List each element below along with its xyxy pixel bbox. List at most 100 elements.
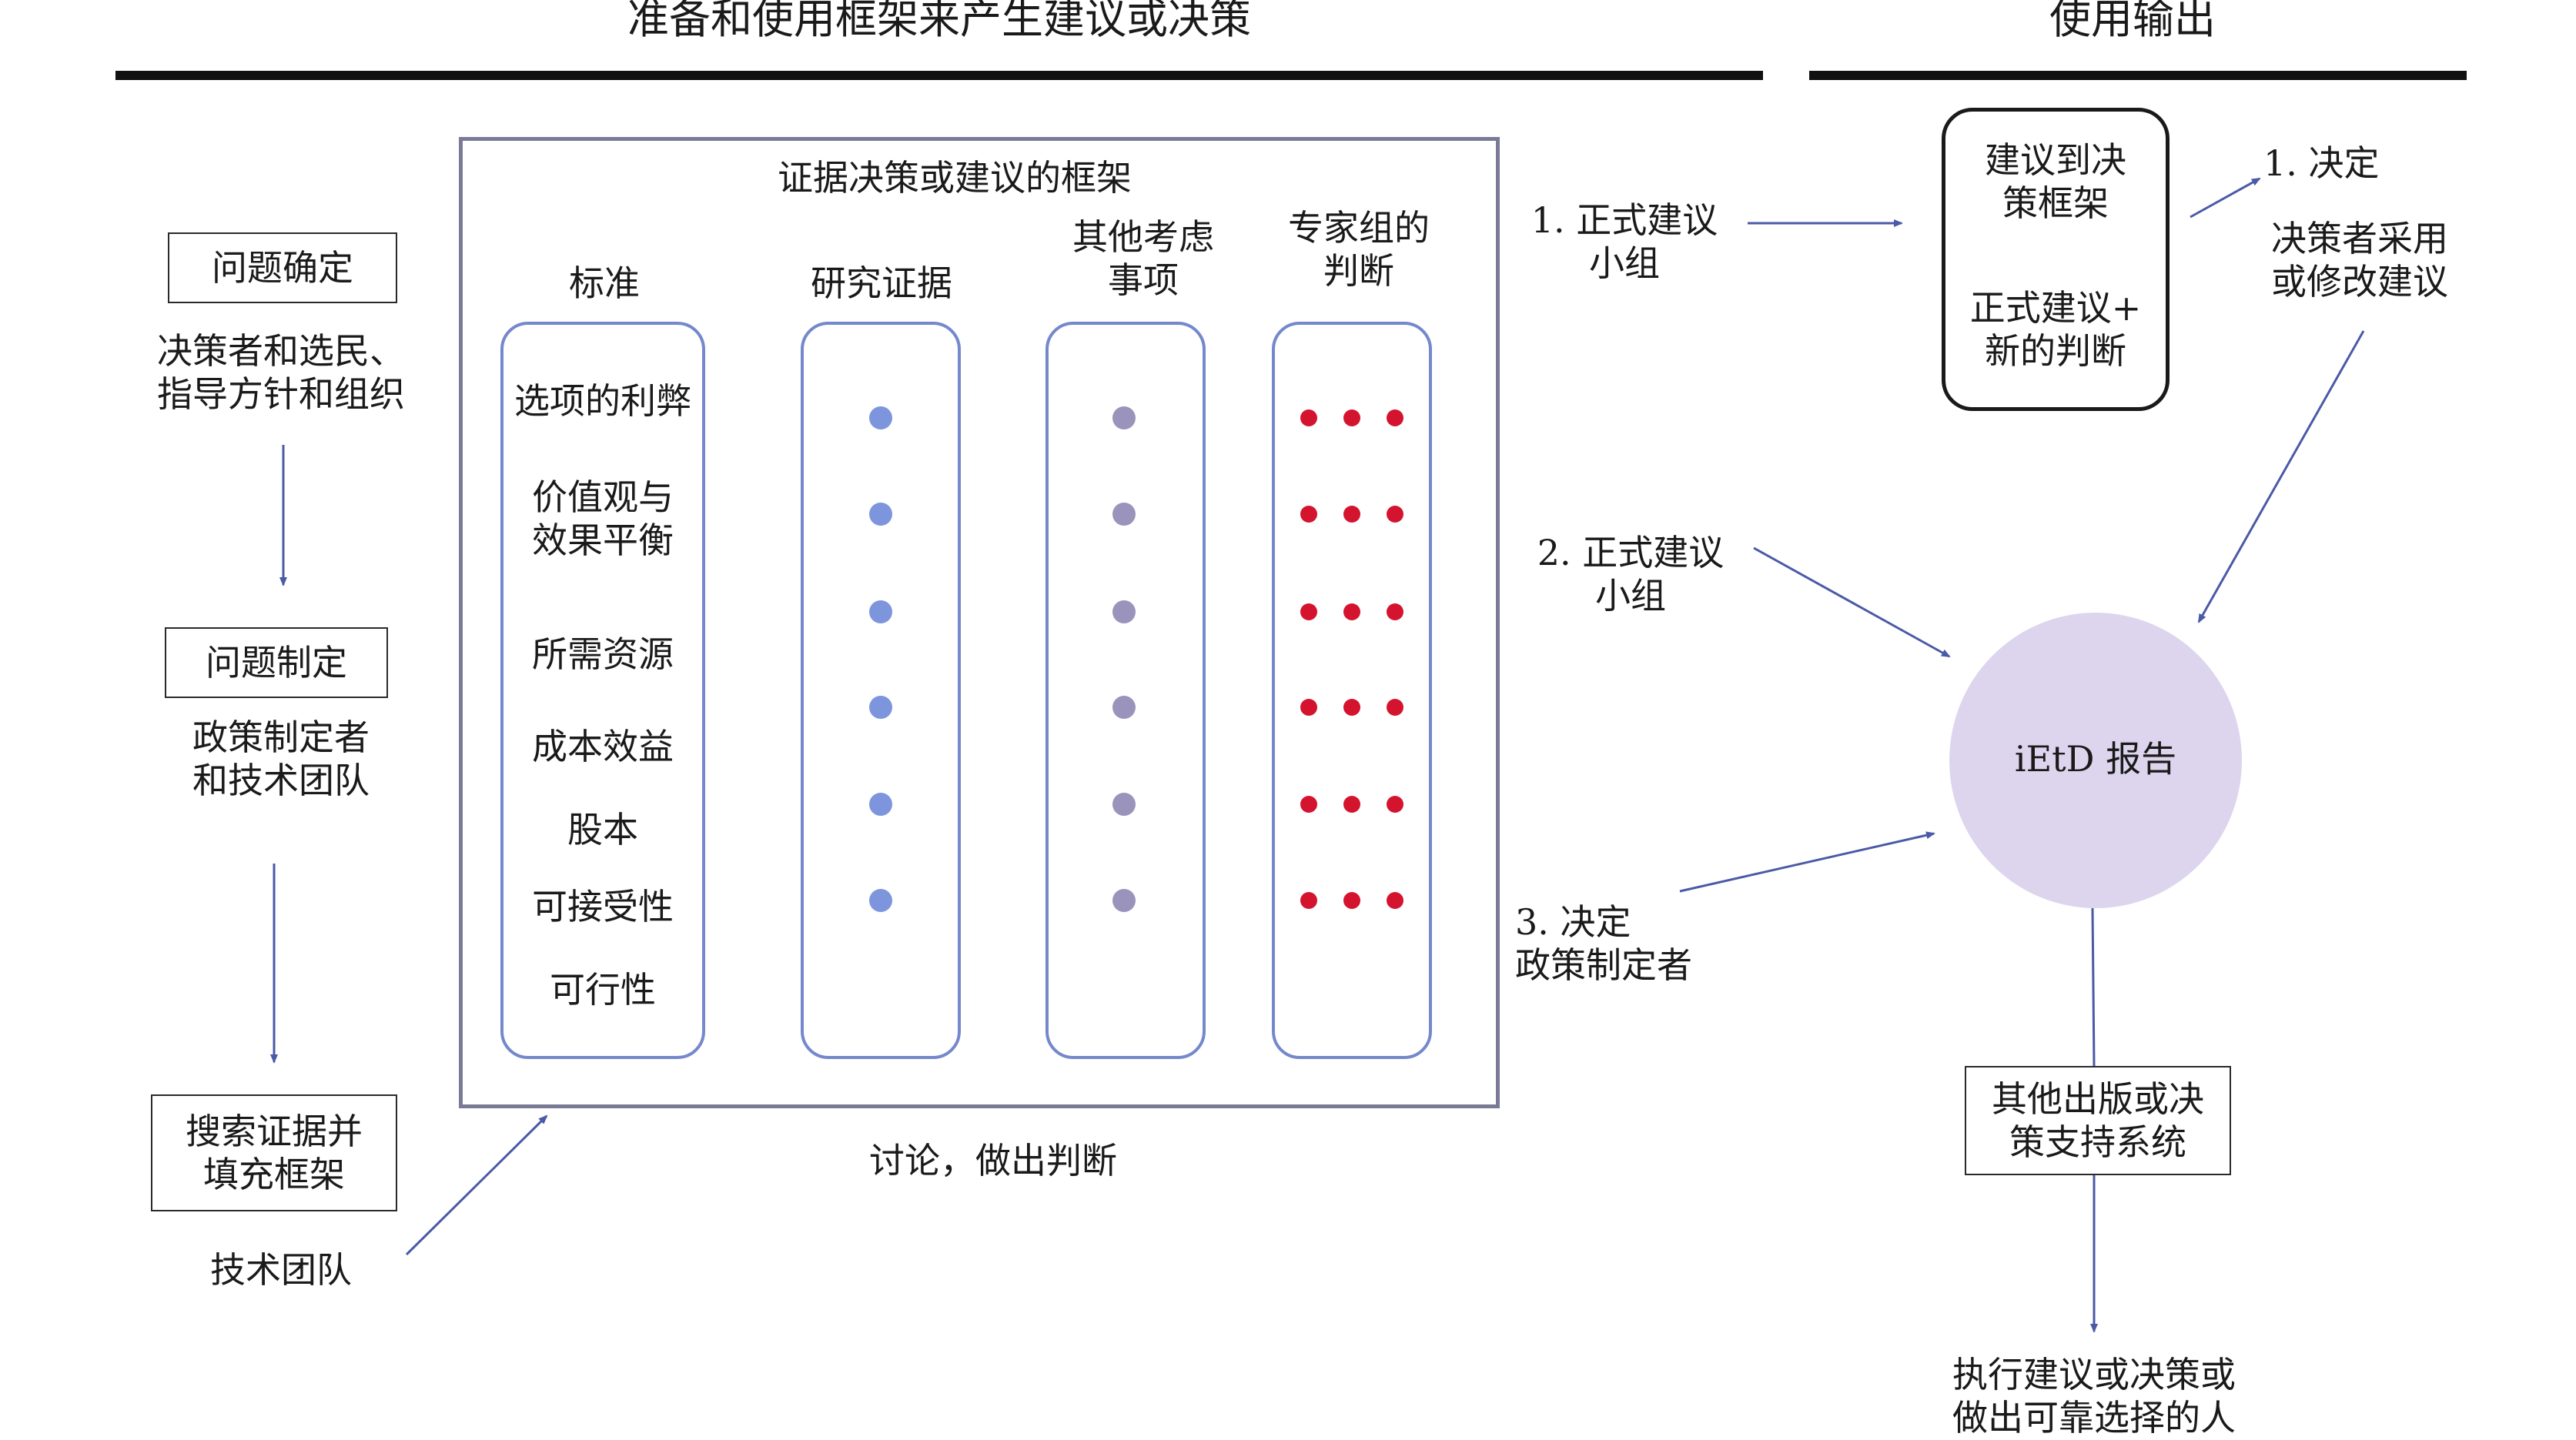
- problem-identification-box: 问题确定: [168, 232, 397, 303]
- arrow-decide-to-report: [2197, 330, 2365, 623]
- panel-judgement-dot: [1300, 506, 1317, 523]
- path-line: 小组: [1595, 575, 1666, 617]
- decide-line: 决策者采用: [2271, 218, 2448, 259]
- arrow-decision-to-decide: [2190, 177, 2261, 219]
- criterion-equity: 股本: [503, 808, 702, 851]
- header-line: 专家组的: [1288, 207, 1430, 249]
- criterion-line: 价值观与: [532, 476, 674, 518]
- criterion-line: 可行性: [550, 969, 656, 1011]
- final-line: 做出可靠选择的人: [1952, 1397, 2236, 1439]
- path-line: 小组: [1589, 242, 1660, 285]
- panel-judgement-dot: [1387, 796, 1403, 813]
- path-line: 3. 决定: [1515, 901, 1631, 943]
- path-2-label: 2. 正式建议 小组: [1515, 531, 1746, 617]
- problem-formulation-label: 问题制定: [206, 641, 347, 683]
- arrow-path3-to-report: [1679, 831, 1935, 893]
- panel-judgement-dot: [1300, 603, 1317, 620]
- header-line: 研究证据: [811, 262, 952, 304]
- path-line: 2. 正式建议: [1537, 532, 1725, 573]
- framework-title: 证据决策或建议的框架: [778, 157, 1132, 199]
- decision-framework-box: [1942, 108, 2170, 411]
- panel-judgement-dot: [1343, 796, 1360, 813]
- panel-judgement-dot: [1300, 796, 1317, 813]
- header-line: 其他考虑: [1072, 216, 1214, 258]
- decision-line: 建议到决: [1985, 139, 2126, 181]
- problem-identification-caption: 决策者和选民、 指导方针和组织: [115, 329, 447, 416]
- column-header-other-considerations: 其他考虑 事项: [1032, 215, 1255, 302]
- panel-judgement-dot: [1300, 409, 1317, 426]
- arrow-team-to-framework: [405, 1114, 548, 1256]
- panel-judgement-dot: [1387, 892, 1403, 909]
- final-users-caption: 执行建议或决策或 做出可靠选择的人: [1925, 1353, 2263, 1439]
- box-line: 填充框架: [203, 1154, 345, 1195]
- decide-label: 1. 决定: [2263, 142, 2380, 184]
- search-evidence-box: 搜索证据并 填充框架: [151, 1094, 397, 1211]
- research-evidence-dot: [869, 793, 892, 816]
- criterion-line: 选项的利弊: [514, 380, 691, 422]
- header-line: 事项: [1108, 259, 1179, 302]
- problem-formulation-box: 问题制定: [165, 627, 388, 698]
- path-line: 政策制定者: [1515, 944, 1692, 987]
- panel-judgement-dot: [1387, 409, 1403, 426]
- other-line: 其他出版或决: [1992, 1077, 2204, 1120]
- technical-team-caption: 技术团队: [210, 1249, 352, 1291]
- other-consideration-dot: [1112, 600, 1136, 623]
- column-panel-judgement: [1272, 322, 1432, 1059]
- panel-judgement-dot: [1300, 892, 1317, 909]
- final-line: 执行建议或决策或: [1952, 1354, 2236, 1395]
- decision-line: 新的判断: [1985, 330, 2126, 373]
- research-evidence-dot: [869, 406, 892, 429]
- panel-judgement-dot: [1300, 699, 1317, 716]
- caption-line: 和技术团队: [192, 760, 370, 802]
- connector-report-to-other: [2091, 907, 2096, 1067]
- panel-judgement-dot: [1387, 506, 1403, 523]
- column-header-criteria: 标准: [493, 262, 716, 305]
- decide-line: 或修改建议: [2271, 261, 2448, 303]
- other-consideration-dot: [1112, 889, 1136, 912]
- other-publication-box: 其他出版或决 策支持系统: [1965, 1066, 2231, 1175]
- caption-line: 政策制定者: [192, 717, 370, 758]
- column-research-evidence: [801, 322, 961, 1059]
- header-left: 准备和使用框架来产生建议或决策: [627, 0, 1251, 43]
- caption-line: 决策者和选民、: [157, 330, 405, 372]
- caption-line: 指导方针和组织: [157, 373, 405, 416]
- decision-framework-text: 建议到决 策框架: [1945, 139, 2166, 225]
- panel-judgement-dot: [1387, 603, 1403, 620]
- path-line: 1. 正式建议: [1531, 199, 1718, 241]
- other-line: 策支持系统: [2009, 1121, 2186, 1163]
- path-1-label: 1. 正式建议 小组: [1509, 199, 1740, 285]
- arrow-path2-to-report: [1753, 546, 1951, 658]
- other-consideration-dot: [1112, 406, 1136, 429]
- criterion-feasibility: 可行性: [503, 968, 702, 1011]
- ietd-report-circle: [1949, 613, 2242, 908]
- criterion-line: 可接受性: [532, 886, 674, 927]
- criterion-line: 股本: [567, 809, 638, 850]
- column-criteria: [500, 322, 705, 1059]
- panel-judgement-dot: [1343, 506, 1360, 523]
- other-consideration-dot: [1112, 793, 1136, 816]
- research-evidence-dot: [869, 600, 892, 623]
- formal-recommendation-text: 正式建议+ 新的判断: [1945, 286, 2166, 373]
- criterion-values-balance: 价值观与 效果平衡: [503, 476, 702, 562]
- criterion-cost-effectiveness: 成本效益: [503, 725, 702, 768]
- header-line: 判断: [1323, 250, 1394, 292]
- framework-caption: 讨论，做出判断: [869, 1140, 1117, 1181]
- box-line: 搜索证据并: [186, 1110, 363, 1152]
- criterion-line: 所需资源: [532, 633, 674, 675]
- path-3-label: 3. 决定 政策制定者: [1515, 900, 1708, 987]
- panel-judgement-dot: [1343, 409, 1360, 426]
- ietd-report-label: iEtD 报告: [2014, 738, 2177, 780]
- panel-judgement-dot: [1343, 699, 1360, 716]
- column-header-panel-judgement: 专家组的 判断: [1247, 206, 1470, 292]
- header-right: 使用输出: [2049, 0, 2216, 43]
- criterion-acceptability: 可接受性: [503, 885, 702, 928]
- problem-formulation-caption: 政策制定者 和技术团队: [115, 716, 447, 802]
- research-evidence-dot: [869, 696, 892, 719]
- criterion-resources: 所需资源: [503, 633, 702, 676]
- panel-judgement-dot: [1343, 603, 1360, 620]
- research-evidence-dot: [869, 503, 892, 526]
- column-header-research-evidence: 研究证据: [770, 262, 993, 305]
- research-evidence-dot: [869, 889, 892, 912]
